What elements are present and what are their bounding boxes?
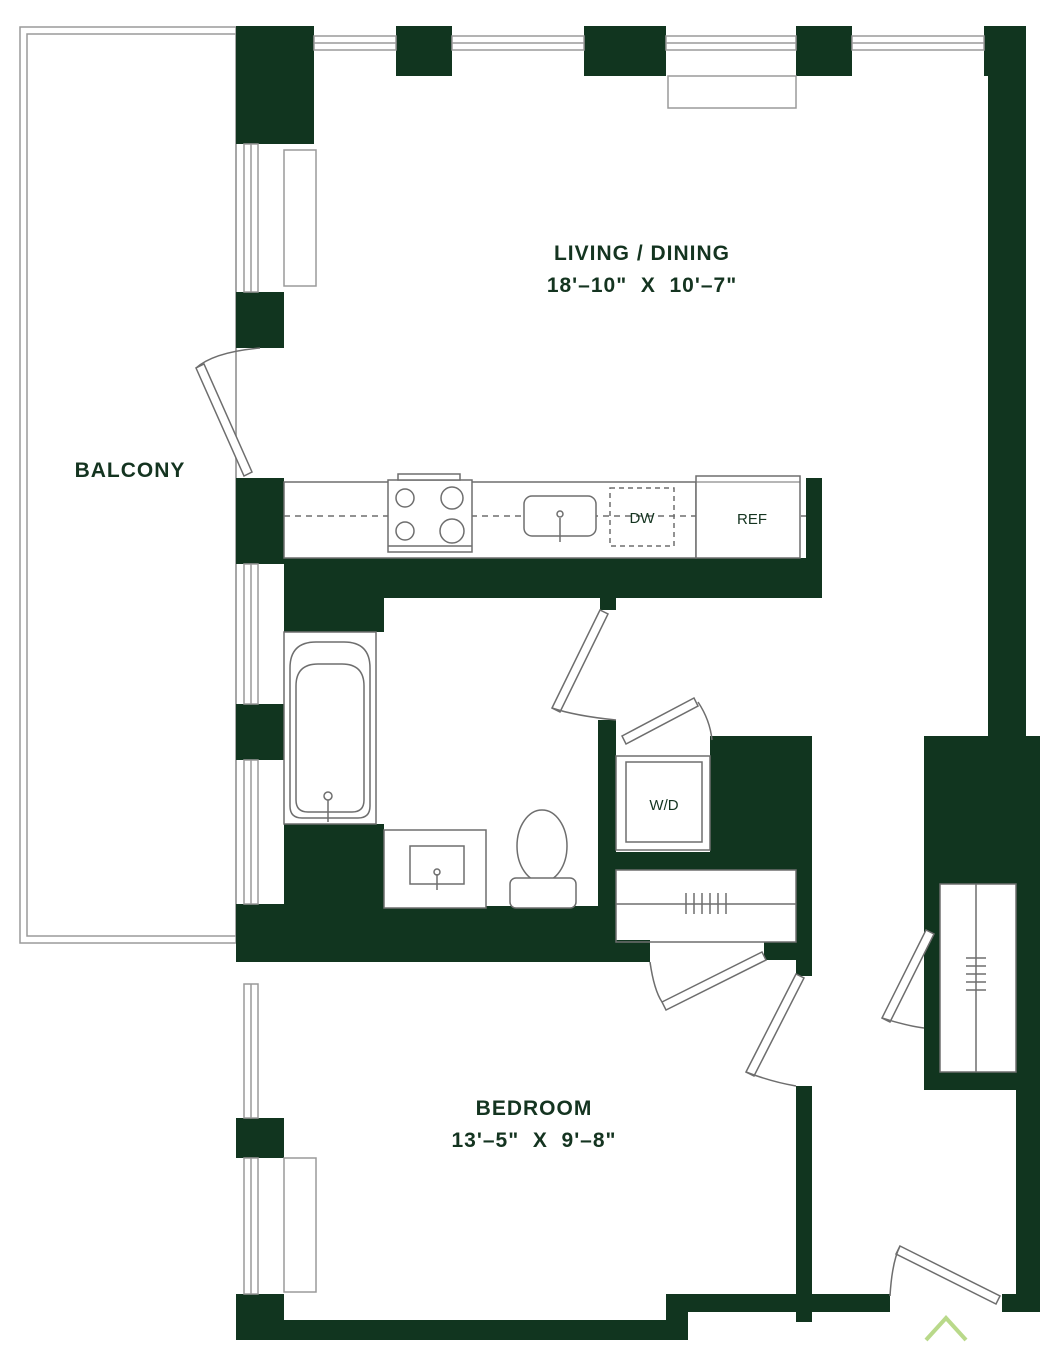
refrigerator: REF	[695, 475, 801, 559]
toilet	[509, 809, 577, 909]
dishwasher-label: DW	[630, 510, 656, 527]
balcony-outline	[19, 26, 237, 944]
refrigerator-label: REF	[737, 511, 767, 528]
washer-dryer: W/D	[615, 755, 711, 851]
living-dining-name: LIVING / DINING	[554, 242, 730, 265]
living-dining-dims: 18'–10" X 10'–7"	[547, 274, 737, 297]
entry-closet	[939, 883, 1017, 1073]
balcony-name: BALCONY	[75, 459, 186, 482]
washer-dryer-label: W/D	[649, 797, 678, 814]
bedroom-name: BEDROOM	[476, 1097, 593, 1120]
kitchen-sink	[523, 495, 597, 542]
bedroom-label: BEDROOM 13'–5" X 9'–8"	[452, 1097, 617, 1152]
hall-closet	[615, 869, 797, 943]
doors	[195, 347, 1002, 1306]
living-dining-label: LIVING / DINING 18'–10" X 10'–7"	[547, 242, 737, 297]
dishwasher: DW	[609, 487, 675, 547]
walls	[236, 26, 1040, 1340]
range-stove	[387, 473, 473, 553]
bedroom-dims: 13'–5" X 9'–8"	[452, 1129, 617, 1152]
balcony-label: BALCONY	[75, 459, 186, 482]
windows	[243, 35, 985, 1295]
entry-chevron-icon	[924, 1315, 968, 1342]
bathtub	[283, 631, 377, 825]
bathroom-vanity	[383, 829, 487, 909]
